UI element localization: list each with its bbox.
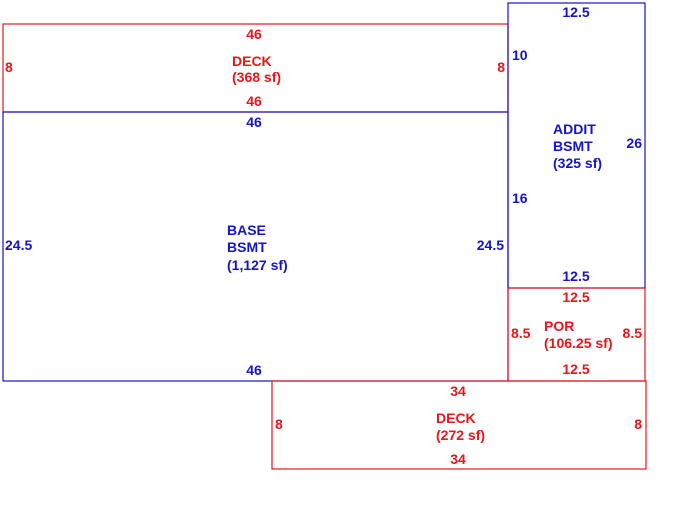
por-dimension-right: 8.5 bbox=[623, 325, 643, 341]
deck-top-dimension-right: 8 bbox=[497, 59, 505, 75]
base-bsmt-dimension-right: 24.5 bbox=[477, 237, 504, 253]
deck-bottom-name: DECK bbox=[436, 410, 476, 426]
deck-top-name: DECK bbox=[232, 53, 272, 69]
base-bsmt-area: (1,127 sf) bbox=[227, 257, 288, 273]
deck-top-dimension-top: 46 bbox=[246, 26, 262, 42]
addit-bsmt-dimension-right: 26 bbox=[626, 135, 642, 151]
deck-bottom-area: (272 sf) bbox=[436, 427, 485, 443]
por-name: POR bbox=[544, 318, 574, 334]
addit-bsmt-area: (325 sf) bbox=[553, 155, 602, 171]
addit-bsmt-dimension-bottom: 12.5 bbox=[562, 268, 589, 284]
deck-bottom-dimension-bottom: 34 bbox=[450, 451, 466, 467]
base-bsmt-name-line1: BASE bbox=[227, 222, 266, 238]
deck-bottom-dimension-left: 8 bbox=[275, 416, 283, 432]
deck-top-dimension-left: 8 bbox=[5, 59, 13, 75]
base-bsmt-dimension-left: 24.5 bbox=[5, 237, 32, 253]
deck-bottom-dimension-top: 34 bbox=[450, 383, 466, 399]
por-area: (106.25 sf) bbox=[544, 335, 612, 351]
por-dimension-bottom: 12.5 bbox=[562, 361, 589, 377]
base-bsmt-dimension-top: 46 bbox=[246, 114, 262, 130]
base-bsmt-dimension-bottom: 46 bbox=[246, 362, 262, 378]
base-bsmt-name-line2: BSMT bbox=[227, 239, 267, 255]
por-section: 12.5 POR (106.25 sf) 8.5 8.5 12.5 bbox=[507, 287, 646, 382]
deck-bottom-dimension-right: 8 bbox=[634, 416, 642, 432]
addit-bsmt-dimension-left-lower: 16 bbox=[512, 190, 528, 206]
por-dimension-top: 12.5 bbox=[562, 289, 589, 305]
addit-bsmt-dimension-left-upper: 10 bbox=[512, 47, 528, 63]
deck-top-dimension-bottom: 46 bbox=[246, 93, 262, 109]
addit-bsmt-name-line1: ADDIT bbox=[553, 121, 596, 137]
por-dimension-left: 8.5 bbox=[511, 325, 531, 341]
addit-bsmt-dimension-top: 12.5 bbox=[562, 4, 589, 20]
addit-bsmt-name-line2: BSMT bbox=[553, 138, 593, 154]
base-bsmt-section: 46 BASE BSMT (1,127 sf) 24.5 24.5 46 bbox=[2, 111, 509, 382]
deck-top-area: (368 sf) bbox=[232, 69, 281, 85]
deck-bottom-outline bbox=[271, 380, 647, 470]
deck-bottom-section: 34 DECK (272 sf) 8 8 34 bbox=[271, 380, 647, 470]
